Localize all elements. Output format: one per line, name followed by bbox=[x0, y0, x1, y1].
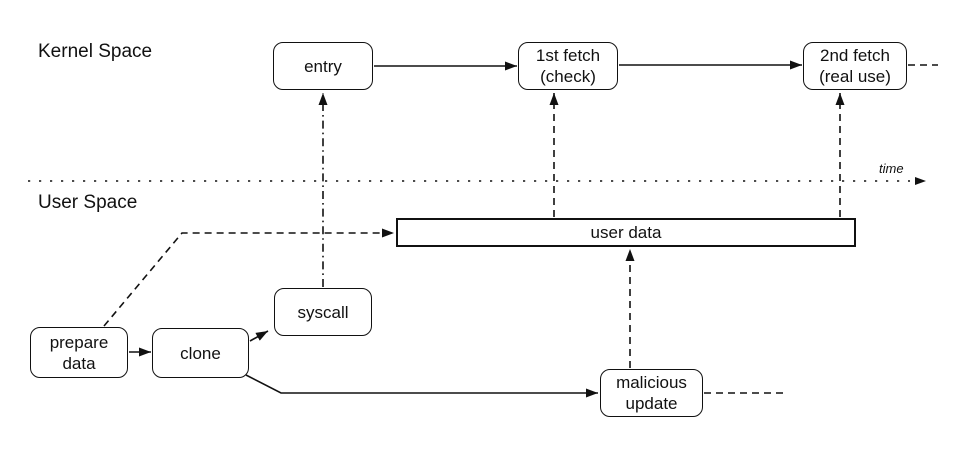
user-space-label: User Space bbox=[38, 192, 138, 213]
node-entry-label: entry bbox=[304, 56, 342, 76]
node-syscall-label: syscall bbox=[297, 302, 349, 322]
node-user-data: user data bbox=[396, 218, 856, 247]
node-first-fetch: 1st fetch (check) bbox=[518, 42, 618, 90]
node-second-fetch-label-line1: 2nd fetch bbox=[820, 46, 890, 65]
node-clone: clone bbox=[152, 328, 249, 378]
time-axis-label: time bbox=[879, 161, 904, 176]
node-clone-label: clone bbox=[180, 343, 221, 363]
node-entry: entry bbox=[273, 42, 373, 90]
time-axis-arrowhead bbox=[915, 177, 926, 185]
node-second-fetch-label-line2: (real use) bbox=[819, 67, 891, 86]
node-prepare-data: prepare data bbox=[30, 327, 128, 378]
node-malicious-update-label-line1: malicious bbox=[616, 373, 687, 392]
kernel-space-label: Kernel Space bbox=[38, 41, 153, 62]
arrow-prepare-data-to-user-data bbox=[103, 228, 394, 327]
node-prepare-data-label-line1: prepare bbox=[49, 332, 109, 352]
node-second-fetch: 2nd fetch (real use) bbox=[803, 42, 907, 90]
node-malicious-update: malicious update bbox=[600, 369, 703, 417]
arrow-clone-to-syscall bbox=[249, 330, 269, 342]
node-first-fetch-label-line2: (check) bbox=[540, 67, 596, 86]
node-syscall: syscall bbox=[274, 288, 372, 336]
node-prepare-data-label-line2: data bbox=[62, 353, 96, 373]
node-first-fetch-label-line1: 1st fetch bbox=[535, 46, 601, 65]
node-malicious-update-label-line2: update bbox=[625, 394, 678, 413]
node-user-data-label: user data bbox=[590, 223, 662, 242]
arrow-clone-to-malicious-update bbox=[245, 374, 598, 398]
